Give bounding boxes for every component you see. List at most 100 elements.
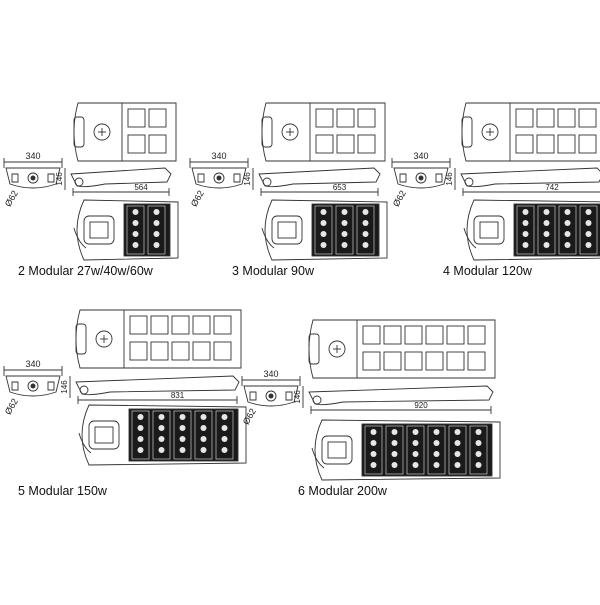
top-housing-outline [75,309,242,369]
led-lens [341,242,348,248]
led-lens [158,447,165,453]
top-handle [261,116,273,148]
top-sensor-ring [328,340,346,358]
front-pole-bore [415,172,427,184]
top-module-cell [336,108,355,128]
top-module-cell [404,325,423,345]
bottom-driver-inner [94,426,114,444]
top-module-cell [129,341,148,361]
top-sensor-ring [481,123,499,141]
led-lens [158,436,165,442]
led-module [194,410,213,460]
front-pole-core [30,383,36,389]
led-lens [320,220,327,226]
led-lens [221,447,228,453]
led-module [147,205,166,255]
top-module-cell [148,134,167,154]
front-diameter-label: Ø62 [3,397,20,417]
led-module [131,410,150,460]
front-clamp-left [197,173,205,183]
led-lens [221,436,228,442]
top-module-cell [357,134,376,154]
top-module-cell [467,325,486,345]
side-height-label: 146 [60,380,69,394]
side-mount-knob [262,177,272,187]
front-width-label: 340 [263,369,278,379]
led-lens [179,436,186,442]
led-lens [475,451,482,457]
led-module [152,410,171,460]
led-array-panel [361,423,493,477]
front-clamp-right [285,391,293,401]
top-view [461,102,600,162]
led-lens [370,451,377,457]
led-lens [475,462,482,468]
led-lens [412,429,419,435]
led-lens [522,231,529,237]
led-lens [132,220,139,226]
led-lens [564,231,571,237]
bottom-arm-curve [78,432,92,454]
led-module [385,425,404,475]
top-view [261,102,386,162]
side-mount-knob [74,177,84,187]
top-module-cell [557,108,576,128]
caption-5-modular: 5 Modular 150w [18,484,107,498]
bottom-housing-outline [466,199,600,261]
front-pole-bore [265,390,277,402]
led-lens [370,429,377,435]
led-lens [132,242,139,248]
led-lens [341,220,348,226]
front-width-label: 340 [25,151,40,161]
front-clamp-right [47,173,55,183]
front-clamp-left [399,173,407,183]
side-length-label: 653 [333,183,347,192]
front-pole-core [216,175,222,181]
led-lens [543,242,550,248]
top-module-cell [213,315,232,335]
caption-6-modular: 6 Modular 200w [298,484,387,498]
top-module-cell [336,134,355,154]
led-lens [564,242,571,248]
led-lens [585,209,592,215]
top-housing-outline [261,102,386,162]
led-lens [362,220,369,226]
led-module [406,425,425,475]
top-handle [461,116,473,148]
front-pole-bore [27,172,39,184]
front-diameter-label: Ø62 [3,189,20,209]
caption-3-modular: 3 Modular 90w [232,264,314,278]
bottom-housing-outline [81,404,247,466]
led-array-panel [123,203,171,257]
bottom-arm-curve [73,227,87,249]
led-module [469,425,488,475]
led-lens [454,440,461,446]
bottom-view [311,419,501,481]
led-lens [362,231,369,237]
top-module-cell [446,325,465,345]
led-lens [320,209,327,215]
top-module-cell [150,341,169,361]
top-sensor-ring [95,330,113,348]
top-module-cell [425,351,444,371]
top-handle [75,323,87,355]
top-module-cell [578,108,597,128]
top-module-cell [362,325,381,345]
bottom-housing-outline [314,419,501,481]
side-profile [70,167,172,188]
led-module [335,205,354,255]
led-lens [585,220,592,226]
front-pole-core [268,393,274,399]
led-module [173,410,192,460]
top-module-cell [557,134,576,154]
led-lens [412,462,419,468]
